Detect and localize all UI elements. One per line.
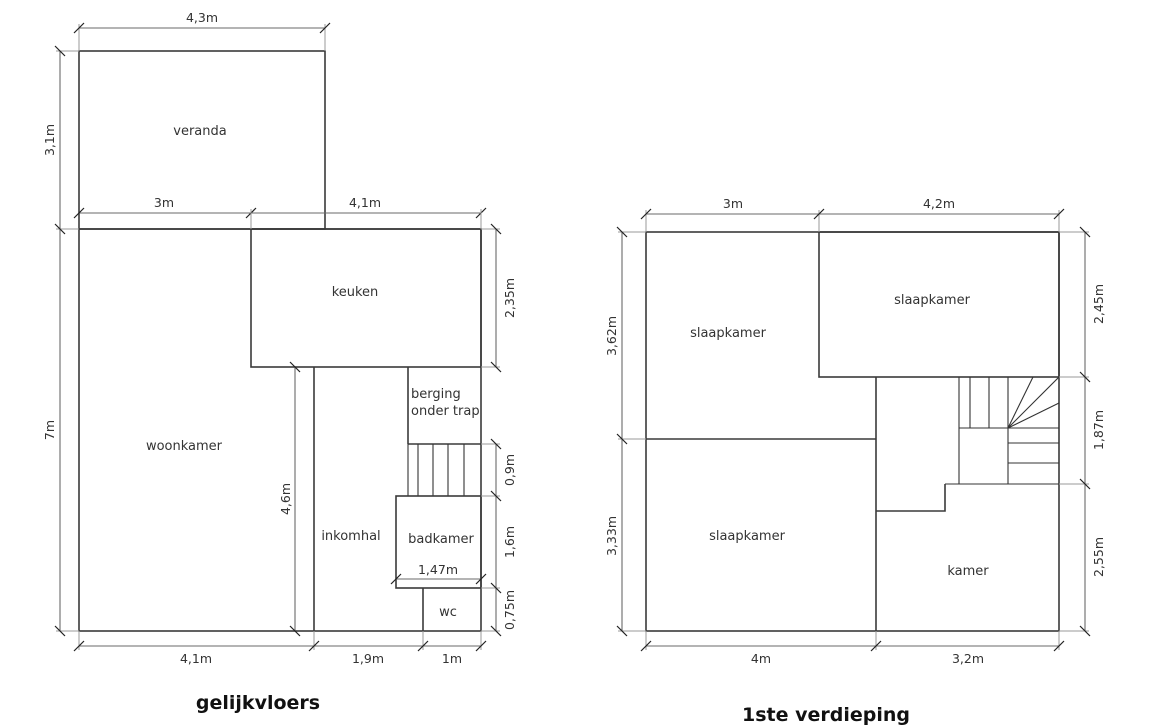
dim-keuken-height: 2,35m [502, 278, 517, 318]
room-label-keuken: keuken [332, 285, 379, 300]
room-label-inkomhal: inkomhal [321, 529, 380, 544]
dim-bottom-right: 1m [442, 651, 462, 666]
dim-left-lower-height: 3,33m [604, 516, 619, 556]
dim-top-right-width: 4,2m [923, 196, 955, 211]
dim-top-left-width: 3m [723, 196, 743, 211]
dim-bottom-left: 4,1m [180, 651, 212, 666]
floor-title-ground: gelijkvloers [196, 692, 320, 714]
dim-bottom-right-width: 3,2m [952, 651, 984, 666]
badkamer-room [395, 495, 482, 589]
dim-veranda-height: 3,1m [42, 124, 57, 156]
dim-wc-height: 0,75m [502, 590, 517, 630]
ground-stairs [407, 444, 465, 496]
first-floor-outline [645, 231, 1060, 632]
dim-bottom-middle: 1,9m [352, 651, 384, 666]
room-label-veranda: veranda [173, 124, 226, 139]
dim-keuken-top: 4,1m [349, 195, 381, 210]
dim-veranda-width: 4,3m [186, 10, 218, 25]
keuken-room [250, 228, 482, 368]
dim-right-upper-height: 2,45m [1091, 284, 1106, 324]
dim-stair-height: 0,9m [502, 454, 517, 486]
dim-inkomhal-height: 4,6m [278, 483, 293, 515]
room-label-slaapkamer-bottom-left: slaapkamer [709, 529, 785, 544]
first-dimensions [616, 208, 1091, 652]
room-label-berging-2: onder trap [411, 404, 480, 419]
slaapkamer-top-right-room [818, 231, 1060, 378]
kamer-top-wall [876, 484, 946, 512]
dim-bottom-left-width: 4m [751, 651, 771, 666]
room-label-berging-1: berging [411, 387, 461, 402]
ground-floor-plan: veranda keuken woonkamer berging onder t… [42, 10, 517, 714]
dim-badkamer-height: 1,6m [502, 526, 517, 558]
dim-left-upper-height: 3,62m [604, 316, 619, 356]
room-label-slaapkamer-top-left: slaapkamer [690, 326, 766, 341]
first-stairs [945, 376, 1060, 485]
first-floor-plan: slaapkamer slaapkamer slaapkamer kamer [604, 196, 1106, 726]
room-label-woonkamer: woonkamer [146, 439, 223, 454]
room-label-kamer: kamer [947, 564, 989, 579]
dim-total-height: 7m [42, 420, 57, 440]
floor-title-first: 1ste verdieping [742, 704, 910, 726]
room-label-badkamer: badkamer [408, 532, 474, 547]
room-label-wc: wc [439, 605, 457, 620]
dim-right-lower-height: 2,55m [1091, 537, 1106, 577]
dim-right-middle-height: 1,87m [1091, 410, 1106, 450]
dim-badkamer-width: 1,47m [418, 562, 458, 577]
dim-woonkamer-top: 3m [154, 195, 174, 210]
veranda-room [78, 50, 326, 230]
room-label-slaapkamer-top-right: slaapkamer [894, 293, 970, 308]
ground-dimensions [54, 22, 502, 652]
